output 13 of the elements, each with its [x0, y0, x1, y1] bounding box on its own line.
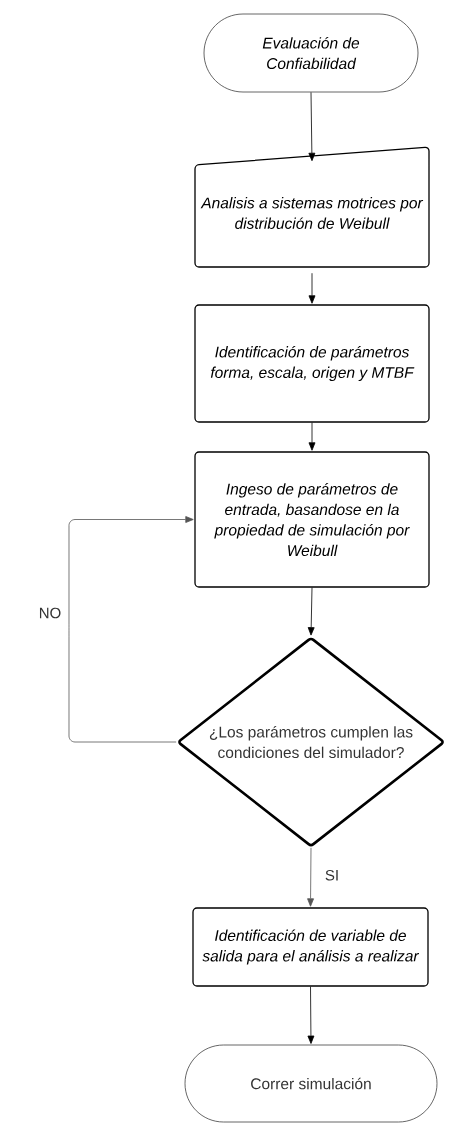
arrow	[68, 516, 194, 743]
process-box: Identificación de parámetros forma, escala, origen y MTBF	[194, 304, 430, 423]
manual-input-box: Analisis a sistemas motrices por distribución de Weibull	[194, 146, 430, 268]
arrow	[308, 92, 316, 162]
process-box: Ingeso de parámetros de entrada, basandose en la propiedad de simulación por Weibull	[194, 451, 430, 588]
edge-label: SI	[325, 869, 338, 881]
process-box: Identificación de variable de salida para el análisis a realizar	[192, 907, 429, 987]
arrow	[307, 587, 315, 636]
arrow	[307, 986, 315, 1044]
arrow	[308, 422, 316, 451]
arrow	[307, 847, 314, 907]
edge-label: NO	[39, 607, 61, 619]
arrow	[308, 272, 316, 304]
